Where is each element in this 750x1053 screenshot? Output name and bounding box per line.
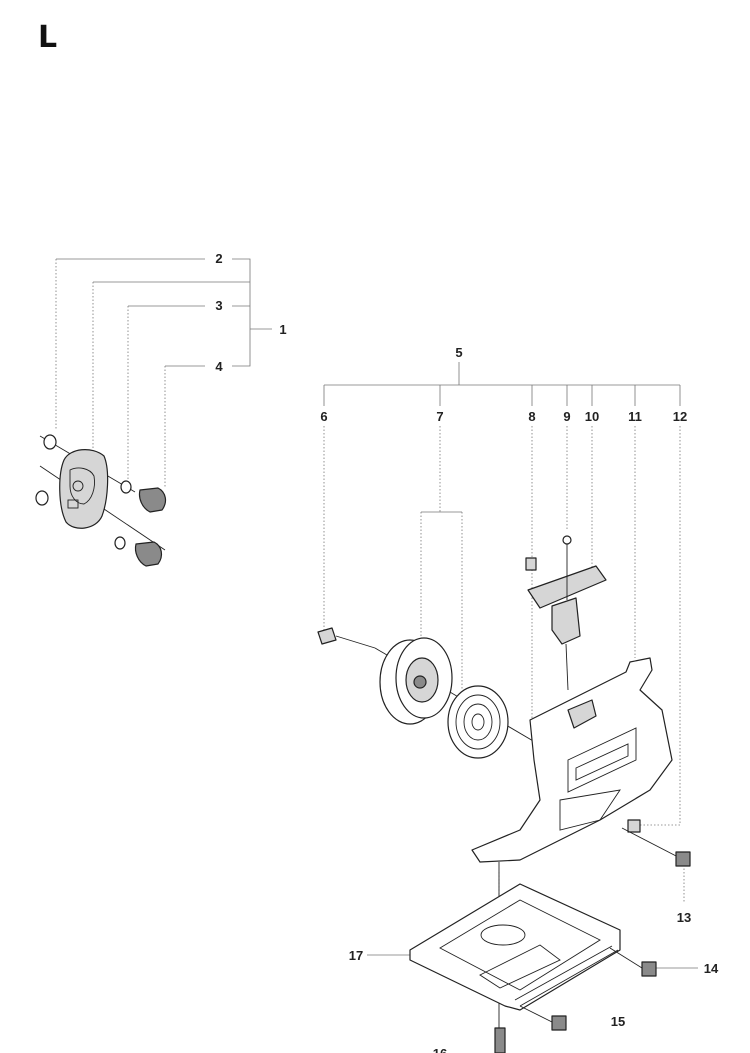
callout-labels: 2 3 1 4 5 6 7 8 9 10 11 12 13 14 15 16 1… [215,251,719,1053]
callout-10: 10 [585,409,599,424]
callout-16: 16 [433,1046,447,1053]
callout-13: 13 [677,910,691,925]
leader-lines-group-5 [323,362,698,969]
callout-1: 1 [279,322,286,337]
callout-11: 11 [628,409,642,424]
part-starter-assembly-drawing [317,535,691,1053]
part-cover-assembly-drawing [35,434,167,567]
callout-14: 14 [704,961,719,976]
callout-5: 5 [455,345,462,360]
callout-7: 7 [436,409,443,424]
callout-8: 8 [528,409,535,424]
callout-12: 12 [673,409,687,424]
callout-2: 2 [215,251,222,266]
callout-17: 17 [349,948,363,963]
callout-4: 4 [215,359,223,374]
callout-9: 9 [563,409,570,424]
callout-3: 3 [215,298,222,313]
callout-15: 15 [611,1014,625,1029]
leader-lines-group-1 [55,258,272,488]
section-letter: L [38,20,57,55]
callout-6: 6 [320,409,327,424]
